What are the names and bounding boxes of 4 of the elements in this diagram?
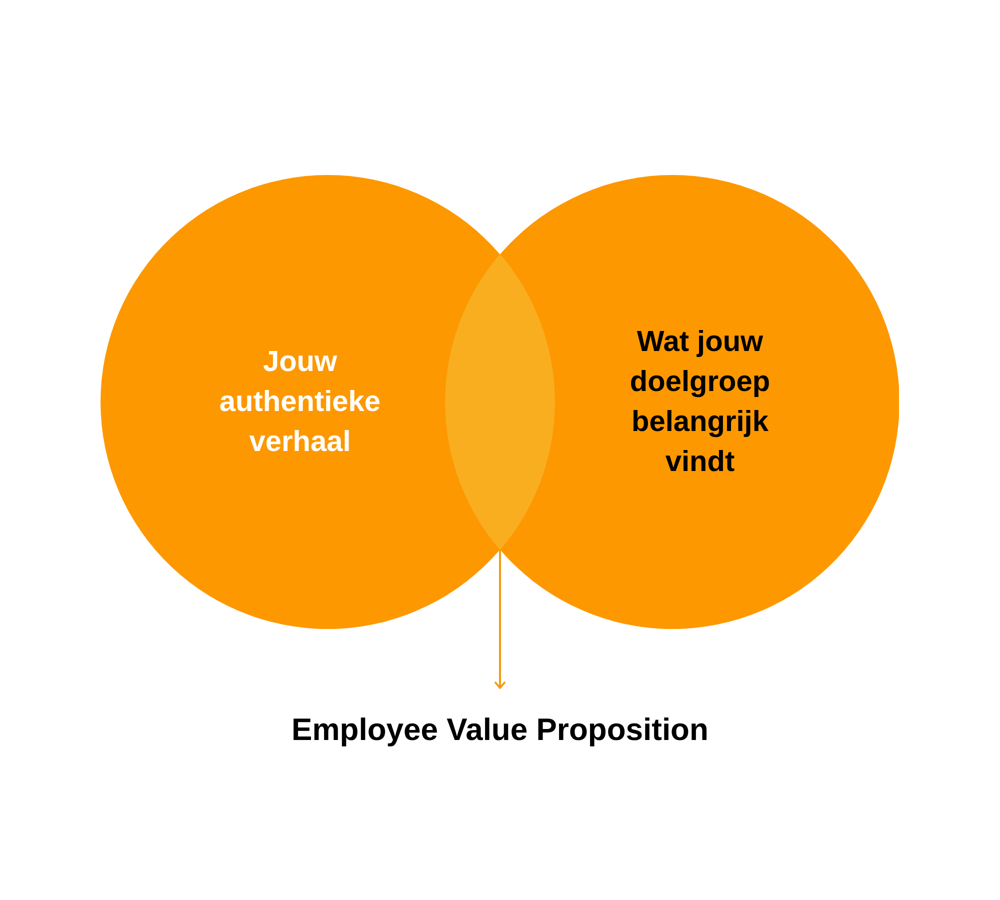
circle-label: Wat jouw doelgroep belangrijk vindt [628, 325, 772, 480]
result-label: Employee Value Proposition [292, 710, 708, 749]
arrow [494, 550, 506, 689]
circle-label: Jouw authentieke verhaal [218, 345, 382, 460]
